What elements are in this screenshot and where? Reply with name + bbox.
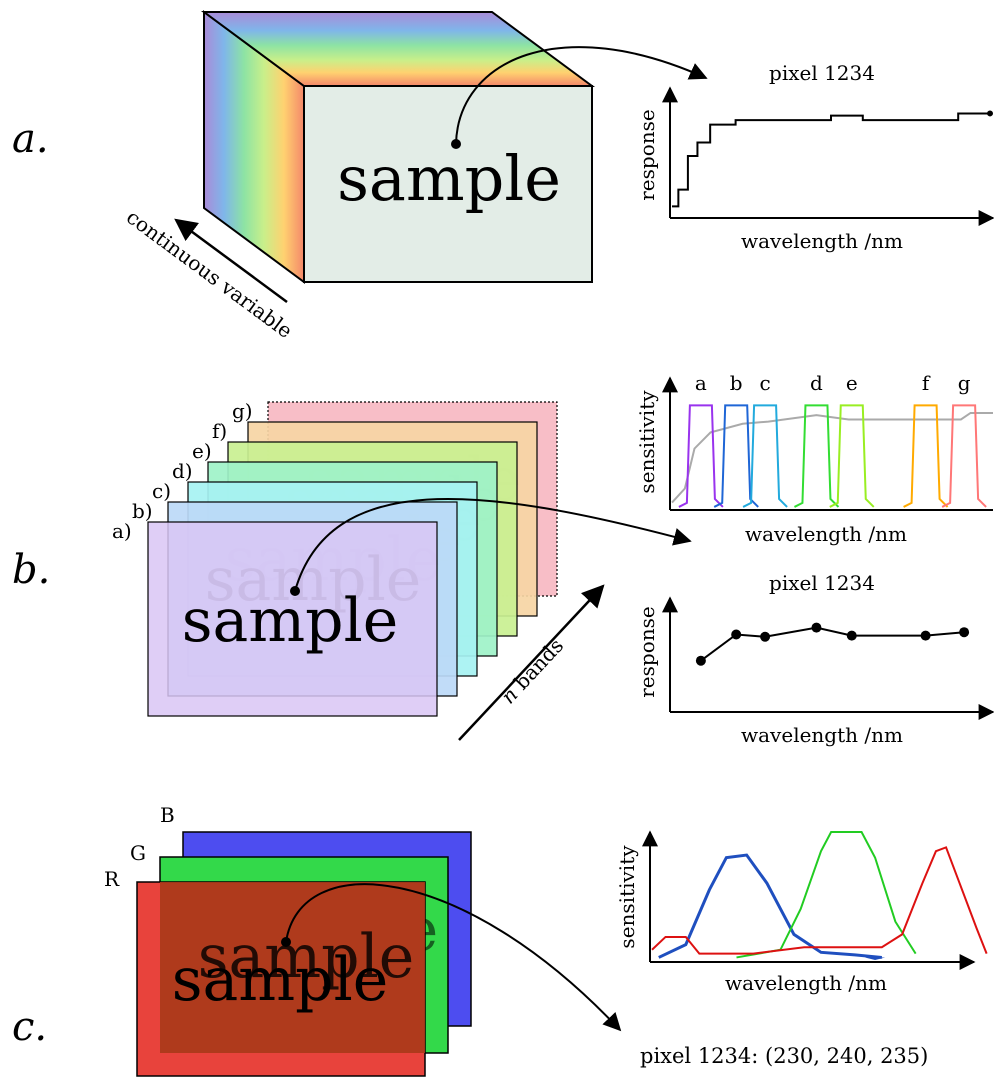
panel-c-label: c. (12, 1004, 47, 1050)
filter-letter-c: c (759, 371, 770, 395)
plot-c-sensitivity: sensitivity wavelength /nm (615, 830, 988, 995)
sample-text-c: sample (172, 945, 389, 1015)
channel-label-r: R (104, 867, 120, 891)
response-point (811, 622, 822, 633)
channel-label-b: B (160, 803, 175, 827)
ghost-sample-r: sample (198, 922, 415, 992)
plot-b-response-points (695, 622, 970, 666)
plot-a-title: pixel 1234 (769, 61, 875, 85)
curve-r (651, 846, 988, 955)
filter-curve-c (742, 404, 788, 508)
plot-a: pixel 1234 response wavelength /nm (635, 61, 994, 253)
pixel-link-arrow-a (455, 46, 708, 145)
band-letter-b: b) (132, 499, 153, 523)
pixel-link-arrow-c (285, 883, 622, 1032)
plot-a-xlabel: wavelength /nm (741, 229, 903, 253)
band-stack: sampleg)samplef)samplee)sampled)samplec)… (112, 399, 558, 717)
continuous-variable-arrow (174, 218, 288, 304)
plot-b-title: pixel 1234 (769, 571, 875, 595)
n-bands-label: n bands (496, 634, 568, 709)
response-point (846, 630, 857, 641)
plot-b-response: pixel 1234 response wavelength /nm (635, 571, 994, 747)
band-letter-d: d) (172, 459, 193, 483)
filter-curve-g (941, 404, 987, 508)
plot-b-sens-xlabel: wavelength /nm (745, 522, 907, 546)
plot-b-resp-xlabel: wavelength /nm (741, 723, 903, 747)
filter-letter-f: f (922, 371, 931, 395)
panel-b: b. sampleg)samplef)samplee)sampled)sampl… (12, 371, 994, 747)
response-point (760, 631, 771, 642)
curve-g (736, 831, 917, 959)
plot-b-resp-ylabel: response (635, 606, 659, 697)
sample-text-a: sample (337, 142, 561, 215)
band-letter-f: f) (212, 419, 227, 443)
response-point (920, 630, 931, 641)
band-letter-g: g) (232, 399, 253, 423)
n-bands-arrow (458, 584, 605, 741)
hypercube: sample (200, 10, 596, 284)
pixel-link-arrow-b (294, 498, 692, 592)
band-layer-a (147, 521, 438, 717)
response-point (695, 655, 706, 666)
filter-letter-a: a (695, 371, 707, 395)
filter-curve-e (829, 404, 875, 508)
rgb-sensitivity-curves (651, 831, 988, 960)
panel-a: a. sample continuous variable pixel 1234… (12, 10, 994, 343)
plot-a-response-line (672, 112, 990, 208)
filter-curve-a (678, 404, 724, 508)
response-point (959, 627, 970, 638)
plot-c-ylabel: sensitivity (615, 845, 639, 949)
pixel-readout: pixel 1234: (230, 240, 235) (640, 1044, 928, 1068)
sample-text-b: sample (182, 586, 399, 656)
filter-curves (678, 404, 987, 508)
response-point (731, 629, 742, 640)
band-letter-a: a) (112, 519, 132, 543)
rg-overlap (160, 882, 425, 1053)
band-letter-e: e) (192, 439, 212, 463)
panel-b-label: b. (12, 547, 50, 593)
reference-curve (671, 411, 993, 504)
filter-curve-f (903, 404, 949, 508)
plot-a-end-point (987, 110, 993, 117)
plot-c-xlabel: wavelength /nm (725, 971, 887, 995)
filter-letter-g: g (958, 371, 971, 395)
filter-curve-d (794, 404, 840, 508)
filter-letter-b: b (730, 371, 743, 395)
cube-front-face (303, 85, 593, 283)
curve-b-end (864, 957, 886, 960)
band-letter-c: c) (152, 479, 171, 503)
panel-c: c. sample sample sample R G B sensitivit… (12, 803, 988, 1077)
panel-a-label: a. (12, 116, 49, 162)
filter-letter-d: d (810, 371, 823, 395)
channel-label-g: G (130, 841, 146, 865)
plot-a-ylabel: response (635, 109, 659, 200)
plot-b-sens-ylabel: sensitivity (635, 390, 659, 494)
filter-letter-e: e (846, 371, 858, 395)
curve-b (658, 853, 882, 959)
